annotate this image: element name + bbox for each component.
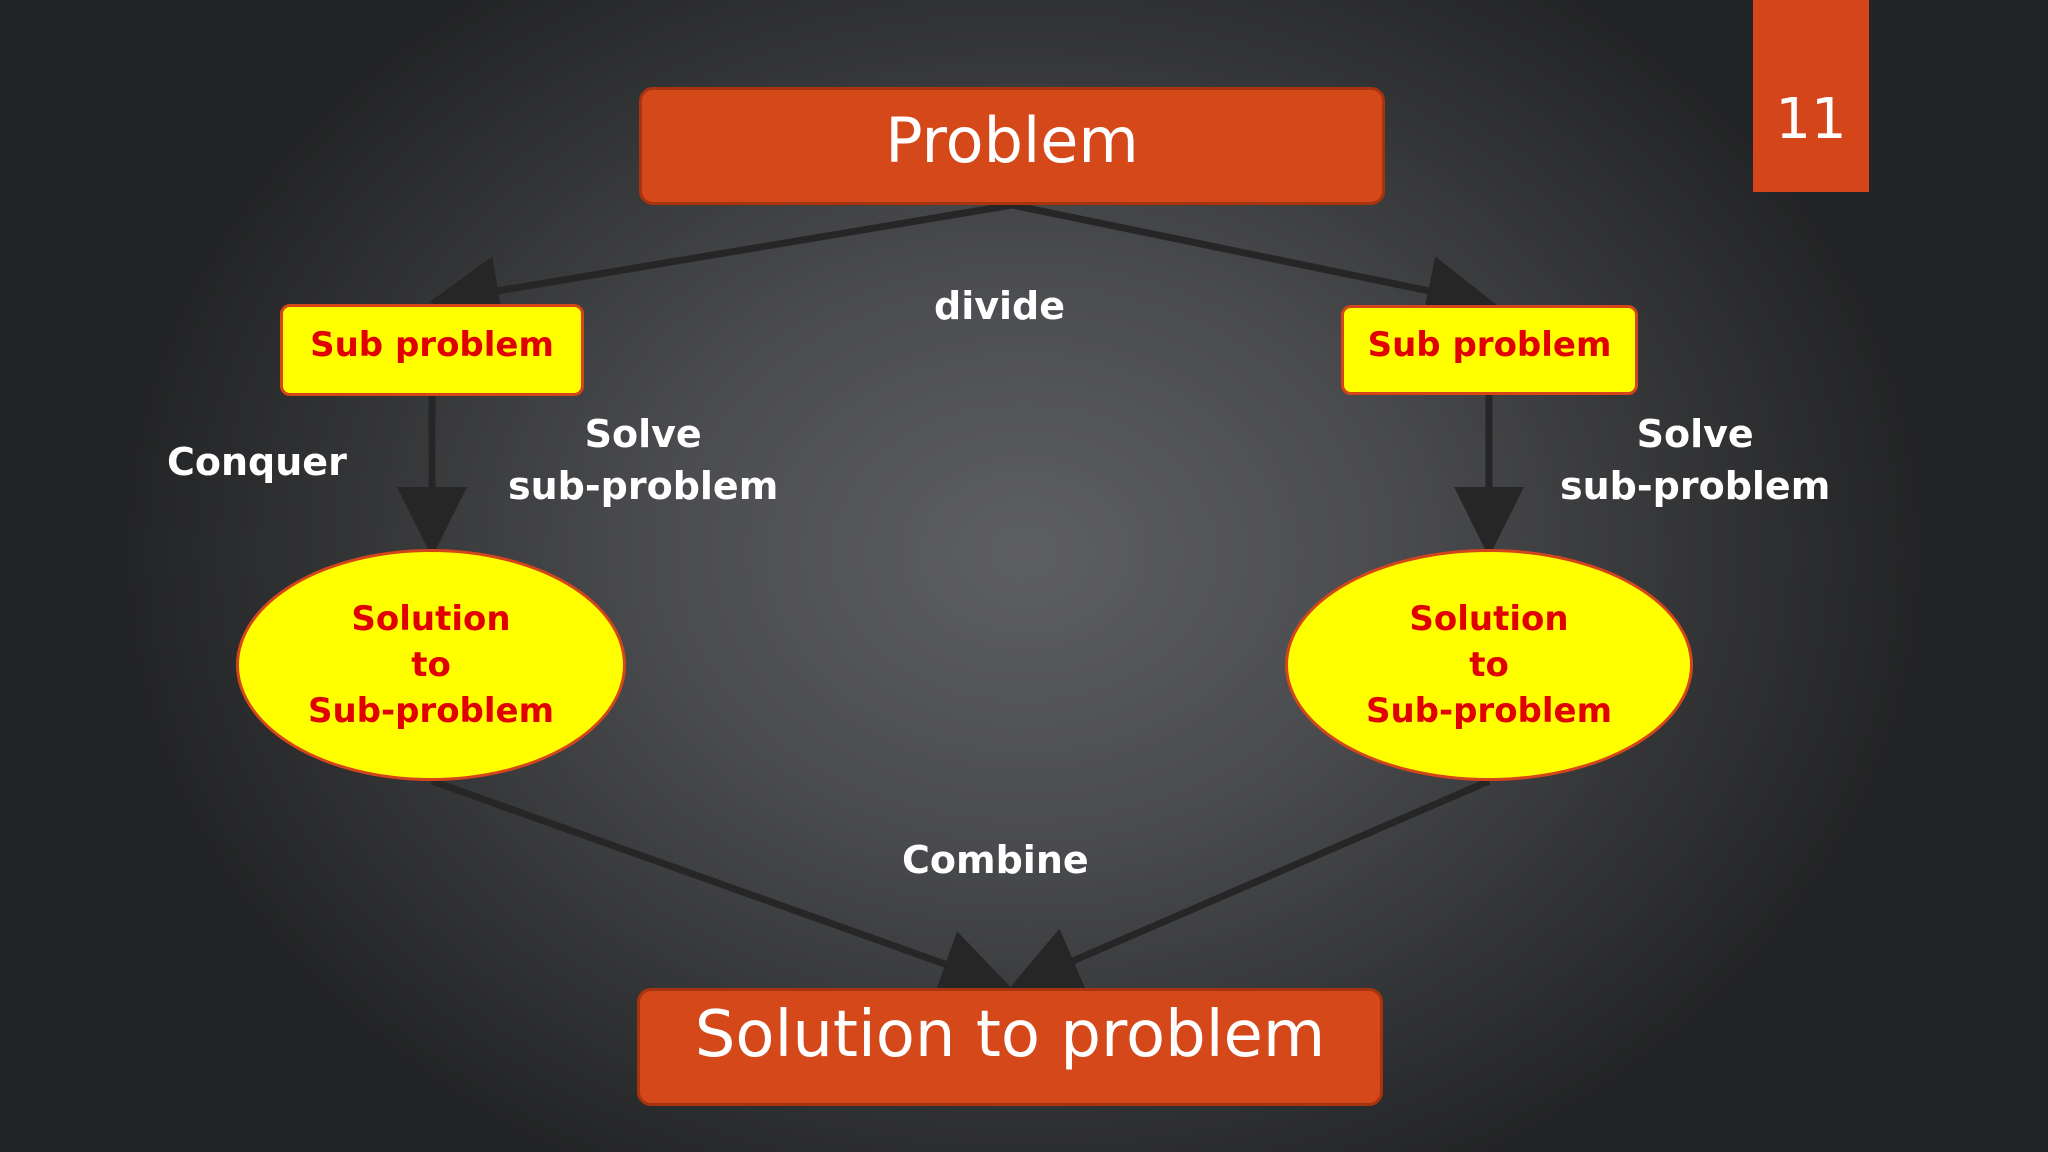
solve-right-line-1: Solve [1636,412,1754,456]
divide-edge-right [1011,201,1497,325]
solution-node: Solution to problem [637,988,1383,1106]
subsolution-left-line-1: Solution [351,599,511,639]
combine-label: Combine [902,838,1089,882]
subsolution-right-line-1: Solution [1409,599,1569,639]
solve-left-line-2: sub-problem [508,464,779,508]
subsolution-left-line-3: Sub-problem [307,691,555,731]
subsolution-right-line-2: to [1469,645,1509,685]
slide-number: 11 [1753,0,1869,192]
solve-right-label: Solve sub-problem [1560,408,1830,512]
combine-edge-right [1009,777,1491,993]
conquer-label: Conquer [167,440,347,484]
solve-left-label: Solve sub-problem [508,408,778,512]
combine-edge-left [430,777,1012,998]
subsolution-left-node: Solution to Sub-problem [236,549,626,781]
subproblem-left-node: Sub problem [280,304,584,396]
divide-label: divide [934,284,1065,328]
problem-node: Problem [639,87,1385,205]
divide-edge-left [429,201,1013,326]
subsolution-right-node: Solution to Sub-problem [1285,549,1693,781]
subproblem-right-node: Sub problem [1341,305,1638,395]
subsolution-left-line-2: to [411,645,451,685]
subsolution-right-line-3: Sub-problem [1365,691,1613,731]
solve-right-line-2: sub-problem [1560,464,1831,508]
solve-left-line-1: Solve [584,412,702,456]
